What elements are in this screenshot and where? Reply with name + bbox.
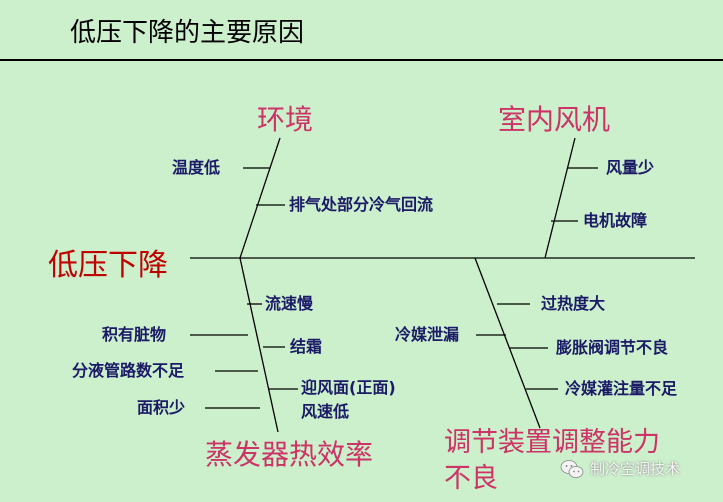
cause-frost: 结霜	[290, 337, 323, 356]
diagram-title: 低压下降的主要原因	[70, 18, 305, 48]
cause-exhaust-recirculation: 排气处部分冷气回流	[289, 195, 434, 214]
bone-regulator	[474, 257, 541, 429]
effect-label: 低压下降	[48, 248, 168, 283]
title-divider	[0, 59, 723, 61]
cause-windward-face: 迎风面(正面)	[301, 378, 396, 397]
cause-distributor-circuits: 分液管路数不足	[72, 361, 185, 380]
cause-slow-flow: 流速慢	[265, 294, 314, 313]
watermark-text: 制冷空调技术	[590, 460, 681, 478]
bone-indoor-fan	[544, 137, 576, 259]
cause-low-air-velocity: 风速低	[301, 402, 350, 421]
bone-environment	[239, 137, 281, 259]
category-evaporator: 蒸发器热效率	[205, 438, 374, 471]
category-regulator-line1: 调节装置调整能力	[444, 427, 660, 458]
category-regulator-line2: 不良	[444, 463, 498, 494]
cause-temperature-low: 温度低	[172, 158, 221, 177]
wechat-icon	[560, 459, 584, 478]
cause-refrigerant-leak: 冷媒泄漏	[395, 325, 460, 344]
category-indoor-fan: 室内风机	[498, 103, 611, 136]
cause-small-area: 面积少	[137, 398, 186, 417]
cause-high-superheat: 过热度大	[541, 294, 606, 313]
bone-evaporator	[239, 257, 279, 433]
cause-motor-failure: 电机故障	[583, 211, 648, 230]
cause-dirt-buildup: 积有脏物	[102, 325, 167, 344]
cause-low-airflow: 风量少	[606, 158, 655, 177]
watermark: 制冷空调技术	[560, 458, 680, 479]
category-environment: 环境	[257, 103, 314, 136]
cause-expansion-valve: 膨胀阀调节不良	[556, 338, 669, 357]
cause-insufficient-charge: 冷媒灌注量不足	[565, 379, 678, 398]
